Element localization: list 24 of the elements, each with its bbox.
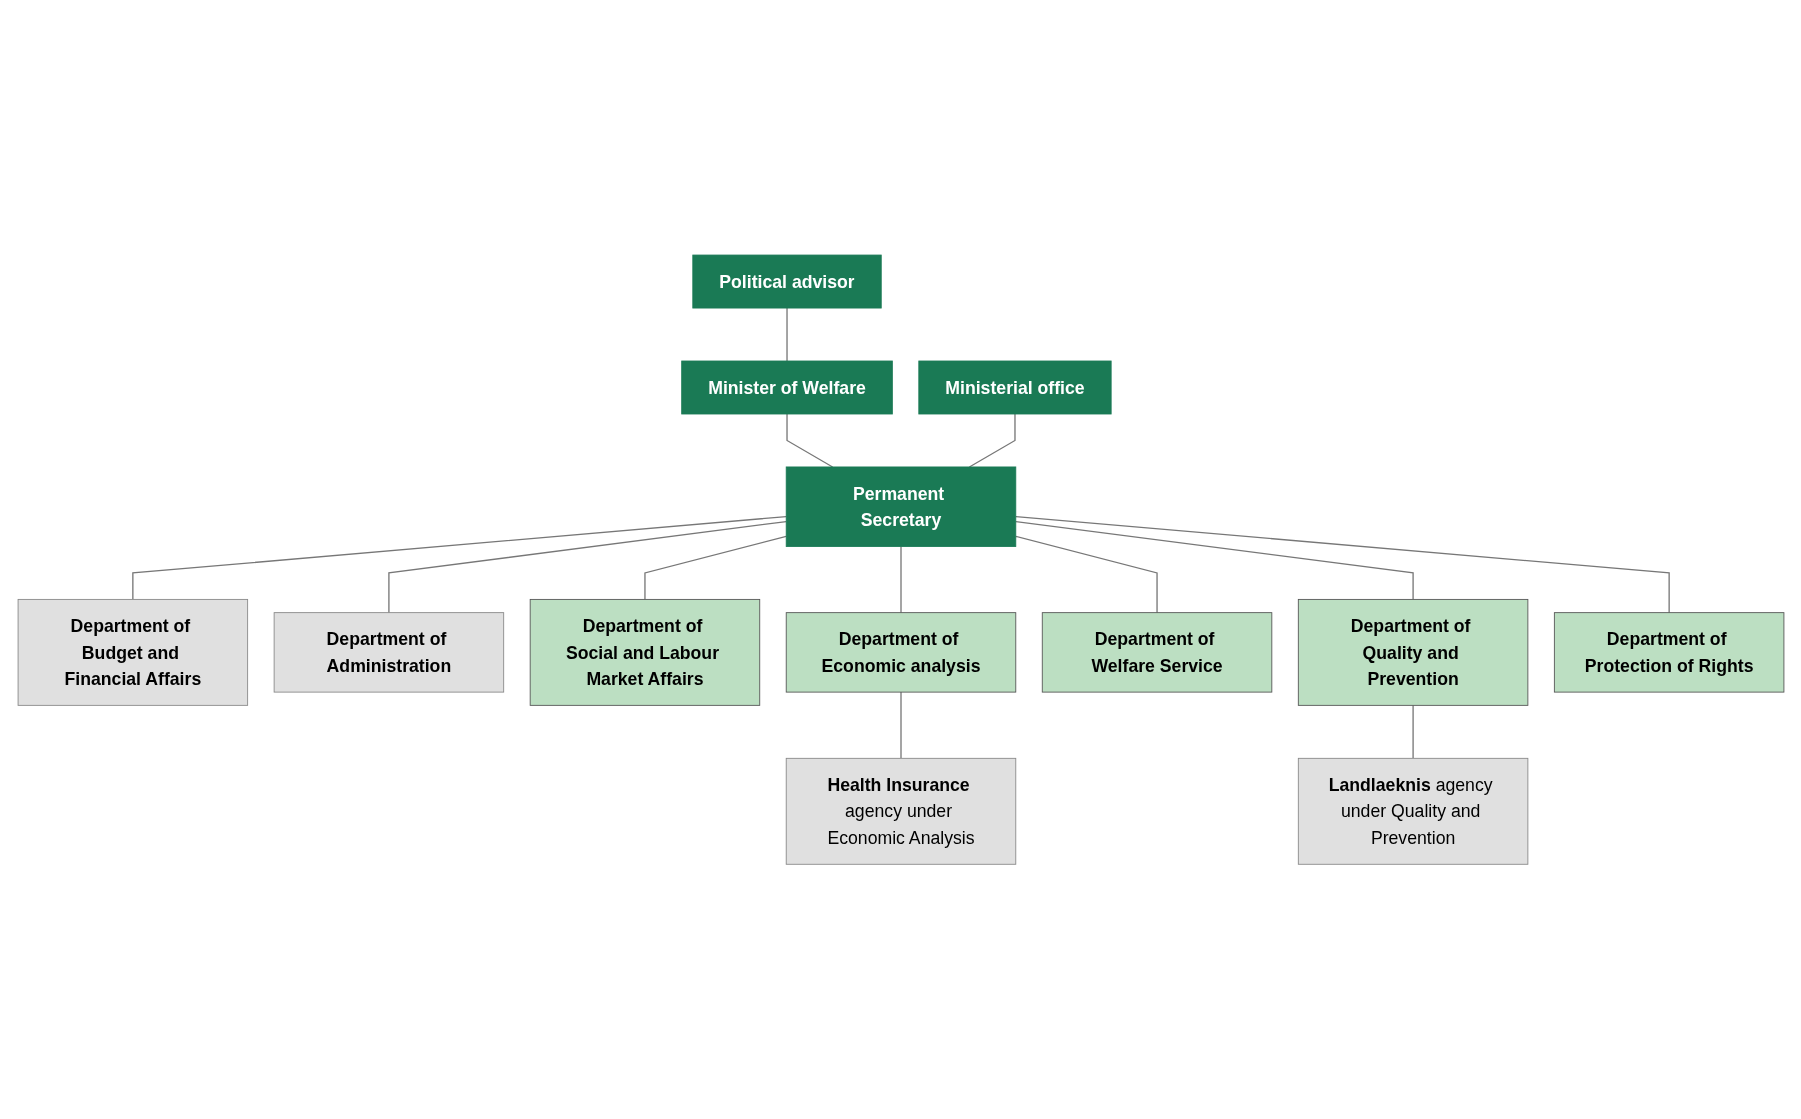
node-box: Political advisor <box>691 254 882 309</box>
node-box: Department of Social and Labour Market Affairs <box>529 598 760 706</box>
connector <box>643 535 787 600</box>
node-box: Ministerial office <box>917 360 1112 415</box>
node-box: Department of Economic analysis <box>785 612 1016 693</box>
node-box: Minister of Welfare <box>680 360 893 415</box>
connector <box>1411 704 1414 759</box>
connector <box>1014 535 1158 614</box>
node-box: Department of Welfare Service <box>1041 612 1272 693</box>
connector <box>131 515 787 600</box>
connector <box>785 413 833 468</box>
connector <box>785 307 788 362</box>
node-box: Landlaeknis agency under Quality and Prevention <box>1297 757 1528 865</box>
node-box: Permanent Secretary <box>785 466 1016 547</box>
connector <box>1014 515 1670 614</box>
connector <box>899 545 902 614</box>
node-box: Department of Protection of Rights <box>1553 612 1784 693</box>
connector <box>1014 520 1414 600</box>
node-box: Department of Administration <box>273 612 504 693</box>
node-box: Department of Budget and Financial Affairs <box>17 598 248 706</box>
connector <box>899 691 902 759</box>
connector <box>387 520 787 614</box>
node-box: Health Insurance agency under Economic Analysis <box>785 757 1016 865</box>
node-box: Department of Quality and Prevention <box>1297 598 1528 706</box>
